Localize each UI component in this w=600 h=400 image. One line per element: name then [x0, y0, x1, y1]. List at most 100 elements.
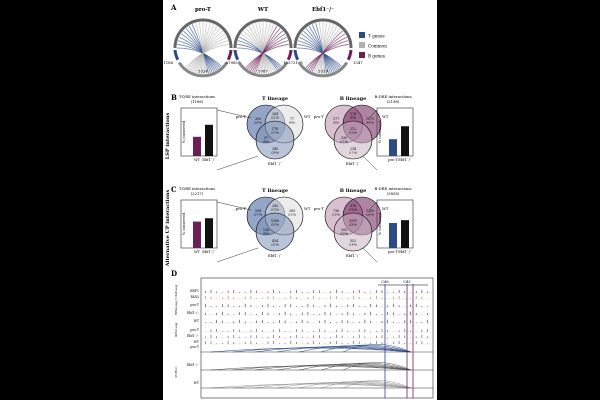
signal-peak [296, 306, 297, 307]
panel-label-a: A [170, 3, 177, 12]
circos-chord [237, 40, 279, 70]
bar-mark [389, 139, 397, 156]
circos-chord [315, 25, 338, 74]
venn-percent: (27%) [254, 213, 262, 217]
signal-peak [319, 290, 320, 293]
bar-ylabel: % conserved [378, 120, 382, 143]
signal-peak [364, 319, 366, 323]
bar-mark [205, 218, 213, 248]
signal-peak [307, 321, 309, 323]
signal-peak [233, 290, 235, 293]
signal-peak [324, 311, 326, 315]
signal-peak [370, 321, 371, 323]
signal-peak [415, 341, 417, 344]
signal-peak [330, 296, 331, 299]
lineage-title-t: T lineage [262, 96, 288, 102]
signal-peak [313, 340, 314, 344]
circos-chord [299, 36, 338, 71]
circos-chord [183, 30, 215, 72]
signal-peak [370, 297, 371, 299]
lineage-title-b: B lineage [340, 96, 367, 102]
signal-peak [330, 303, 331, 307]
signal-peak [233, 328, 235, 332]
signal-peak [410, 343, 411, 344]
signal-peak [341, 313, 343, 315]
circos-count-left: 1957 [283, 60, 293, 65]
signal-peak [353, 304, 354, 307]
signal-peak [364, 329, 366, 332]
track-label: WT [194, 340, 200, 344]
signal-peak [273, 296, 274, 299]
circos-chord [318, 22, 326, 74]
signal-peak [301, 336, 303, 338]
signal-peak [319, 314, 320, 315]
signal-peak [222, 304, 223, 307]
bar-category: Ebf1⁻/⁻ [398, 250, 412, 254]
signal-peak [393, 312, 394, 315]
signal-peak [398, 330, 400, 332]
signal-peak [279, 306, 280, 307]
circos-chord [260, 22, 268, 74]
signal-peak [393, 341, 394, 344]
circos-count-left: 1186 [163, 60, 173, 65]
signal-peak [210, 329, 212, 332]
signal-peak [244, 312, 246, 315]
signal-peak [216, 319, 217, 323]
venn-percent: (22%) [271, 116, 279, 120]
connector-line [368, 201, 378, 211]
signal-peak [273, 289, 274, 293]
circos-b-arc [226, 49, 233, 61]
signal-peak [290, 336, 292, 338]
bar-ylabel: % conserved [378, 212, 382, 235]
bar-title: T-DRE interactions [179, 186, 215, 191]
signal-peak [415, 322, 417, 323]
venn-percent: (14%) [349, 243, 357, 247]
signal-peak [273, 305, 274, 307]
circos-count-right: 1347 [353, 60, 363, 65]
signal-peak [244, 292, 246, 293]
venn-label-a: pro-T [236, 114, 247, 119]
signal-peak [336, 340, 337, 344]
signal-peak [341, 343, 343, 344]
venn-value: 264 [272, 112, 278, 116]
signal-peak [296, 289, 297, 293]
signal-peak [284, 343, 286, 344]
signal-peak [222, 331, 223, 332]
signal-peak [393, 321, 394, 323]
signal-peak [222, 311, 223, 315]
signal-peak [313, 304, 314, 307]
signal-peak [358, 306, 360, 307]
venn-percent: (10%) [349, 131, 357, 135]
signal-peak [205, 291, 206, 293]
signal-peak [290, 340, 292, 344]
signal-peak [427, 291, 428, 293]
signal-peak [290, 295, 292, 299]
circos-chord [237, 43, 281, 68]
bar-category: Ebf1⁻/⁻ [398, 158, 412, 162]
signal-peak [410, 320, 411, 323]
signal-peak [250, 314, 252, 315]
signal-peak [279, 319, 280, 323]
bar-category: pro-T [388, 250, 398, 254]
venn-value: 212 [350, 127, 356, 131]
venn-value: 552 [350, 239, 356, 243]
circos-chord [255, 25, 278, 74]
signal-peak [273, 334, 274, 338]
signal-peak [244, 296, 246, 299]
signal-peak [262, 311, 263, 315]
circos-chord [320, 22, 328, 74]
interaction-arc [342, 380, 412, 389]
circos-chord [191, 30, 223, 72]
signal-peak [210, 322, 212, 323]
circos-chord [180, 33, 216, 72]
signal-peak [307, 331, 309, 332]
signal-peak [353, 313, 354, 315]
signal-peak [381, 297, 383, 299]
signal-peak [415, 291, 417, 293]
venn-value: 280 [272, 204, 278, 208]
signal-peak [216, 343, 217, 344]
